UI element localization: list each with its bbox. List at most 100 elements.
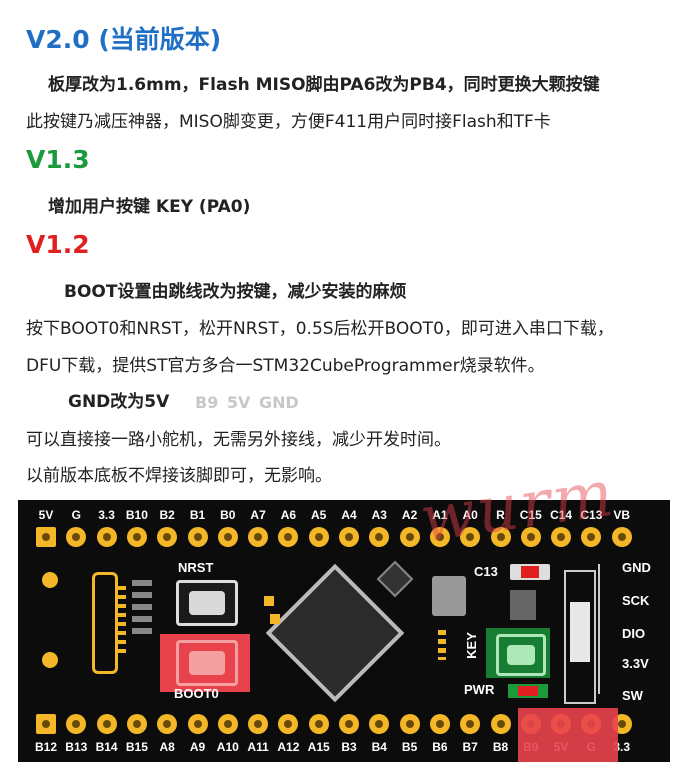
swd-sw-label: SW xyxy=(622,688,643,703)
bottom-pin-pad xyxy=(278,714,299,734)
top-pin-pad xyxy=(520,527,541,547)
bottom-pin-pad xyxy=(369,714,390,734)
top-pin-pad xyxy=(490,527,511,547)
top-pin-label: B2 xyxy=(159,508,175,522)
swd-sck-label: SCK xyxy=(622,593,650,608)
top-pin-label: A0 xyxy=(462,508,478,522)
v12-line2: 按下BOOT0和NRST，松开NRST，0.5S后松开BOOT0，即可进入串口下… xyxy=(26,319,614,339)
top-pin-pad xyxy=(308,527,329,547)
top-pin-pad xyxy=(217,527,238,547)
top-pin-label: 5V xyxy=(38,508,54,522)
usb-pads xyxy=(118,586,126,658)
bottom-pin-label: B15 xyxy=(125,740,148,754)
key-button[interactable] xyxy=(496,634,546,676)
bottom-pin-label: B12 xyxy=(34,740,57,754)
top-pin-pad xyxy=(278,527,299,547)
nrst-label: NRST xyxy=(178,560,214,575)
top-pin-label: A4 xyxy=(341,508,357,522)
bottom-pin-label: B14 xyxy=(95,740,118,754)
bottom-pin-pad xyxy=(126,714,147,734)
top-pin-pad xyxy=(551,527,572,547)
top-pin-pad xyxy=(399,527,420,547)
v20-title: V2.0 (当前版本) xyxy=(26,25,222,54)
bottom-pin-pad xyxy=(339,714,359,734)
usb-components xyxy=(132,580,152,640)
usb-connector xyxy=(92,572,118,674)
swd-dio-label: DIO xyxy=(622,626,646,641)
top-pin-pad xyxy=(248,527,269,547)
top-pin-label: C14 xyxy=(550,508,573,522)
nrst-button[interactable] xyxy=(176,580,238,626)
bottom-pin-label: A15 xyxy=(307,740,330,754)
usb-mount-hole-top xyxy=(42,572,58,588)
bottom-pin-label: A9 xyxy=(189,740,206,754)
bottom-pin-pad xyxy=(460,714,481,734)
bottom-pin-pad xyxy=(217,714,238,734)
bottom-pin-pad xyxy=(308,714,329,734)
crystal-oscillator xyxy=(432,576,466,616)
top-pin-pad xyxy=(187,527,208,547)
v12-line3: DFU下载，提供ST官方多合一STM32CubeProgrammer烧录软件。 xyxy=(26,356,545,376)
bottom-pin-label: B4 xyxy=(371,740,387,754)
bottom-pin-pad xyxy=(96,714,117,734)
top-pin-label: C15 xyxy=(519,508,542,522)
top-pin-label: B0 xyxy=(220,508,236,522)
c13-led xyxy=(521,566,539,578)
top-pin-label: A3 xyxy=(371,508,387,522)
pwr-led xyxy=(518,686,538,696)
top-pin-label: C13 xyxy=(580,508,603,522)
key-label: KEY xyxy=(463,632,479,659)
top-pin-pad xyxy=(96,527,117,547)
bottom-pin-pad xyxy=(157,714,178,734)
bottom-pin-pad xyxy=(66,714,87,734)
top-pin-pad xyxy=(611,527,632,547)
crystal-small xyxy=(376,560,414,598)
boot0-button[interactable] xyxy=(176,640,238,686)
bottom-pin-label: A11 xyxy=(247,740,269,754)
bottom-pin-label: B6 xyxy=(432,740,448,754)
usb-mount-hole-bottom xyxy=(42,652,58,668)
smd-resistors xyxy=(438,630,446,660)
top-pin-pad xyxy=(581,527,602,547)
c13-label: C13 xyxy=(474,564,498,579)
top-pin-label: VB xyxy=(613,508,631,522)
top-pin-pad xyxy=(157,527,178,547)
bottom-pin-label: B3 xyxy=(341,740,357,754)
v12-line1: BOOT设置由跳线改为按键，减少安装的麻烦 xyxy=(64,282,407,302)
v12-line4: 可以直接接一路小舵机，无需另外接线，减少开发时间。 xyxy=(26,430,451,450)
v20-line2: 此按键乃减压神器，MISO脚变更，方便F411用户同时接Flash和TF卡 xyxy=(26,112,551,132)
top-pin-pad xyxy=(66,527,87,547)
bottom-pin-label: A8 xyxy=(159,740,175,754)
bottom-pin-pad xyxy=(399,714,420,734)
top-pin-label: A2 xyxy=(401,508,418,522)
bottom-pin-pad xyxy=(187,714,208,734)
pin-hint: B9 5V GND xyxy=(195,393,299,412)
top-pin-label: A1 xyxy=(432,508,448,522)
top-pin-label: R xyxy=(496,508,505,522)
top-pin-label: A5 xyxy=(311,508,327,522)
bottom-pin-label: B13 xyxy=(65,740,88,754)
v12-line5: 以前版本底板不焊接该脚即可，无影响。 xyxy=(26,466,332,486)
swd-gnd-label: GND xyxy=(622,560,651,575)
top-pin-pad xyxy=(369,527,390,547)
bottom-pin-pad xyxy=(248,714,269,734)
top-pin-pad xyxy=(429,527,450,547)
top-pin-pad xyxy=(339,527,359,547)
swd-header xyxy=(564,570,596,704)
voltage-regulator xyxy=(510,590,536,620)
bottom-pin-pad xyxy=(490,714,511,734)
bottom-pin-pad xyxy=(36,714,56,734)
top-pin-label: 3.3 xyxy=(98,508,115,522)
v20-line1: 板厚改为1.6mm，Flash MISO脚由PA6改为PB4，同时更换大颗按键 xyxy=(48,75,600,95)
pwr-label: PWR xyxy=(464,682,495,697)
servo-pins-highlight xyxy=(518,708,618,762)
top-pin-label: A7 xyxy=(250,508,266,522)
smd-component xyxy=(264,596,274,606)
bottom-pin-label: B5 xyxy=(401,740,418,754)
top-pin-pad xyxy=(460,527,481,547)
top-pin-pad xyxy=(36,527,56,547)
gnd-change-label: GND改为5V xyxy=(68,392,170,412)
top-pin-label: B1 xyxy=(189,508,206,522)
boot0-label: BOOT0 xyxy=(174,686,219,701)
